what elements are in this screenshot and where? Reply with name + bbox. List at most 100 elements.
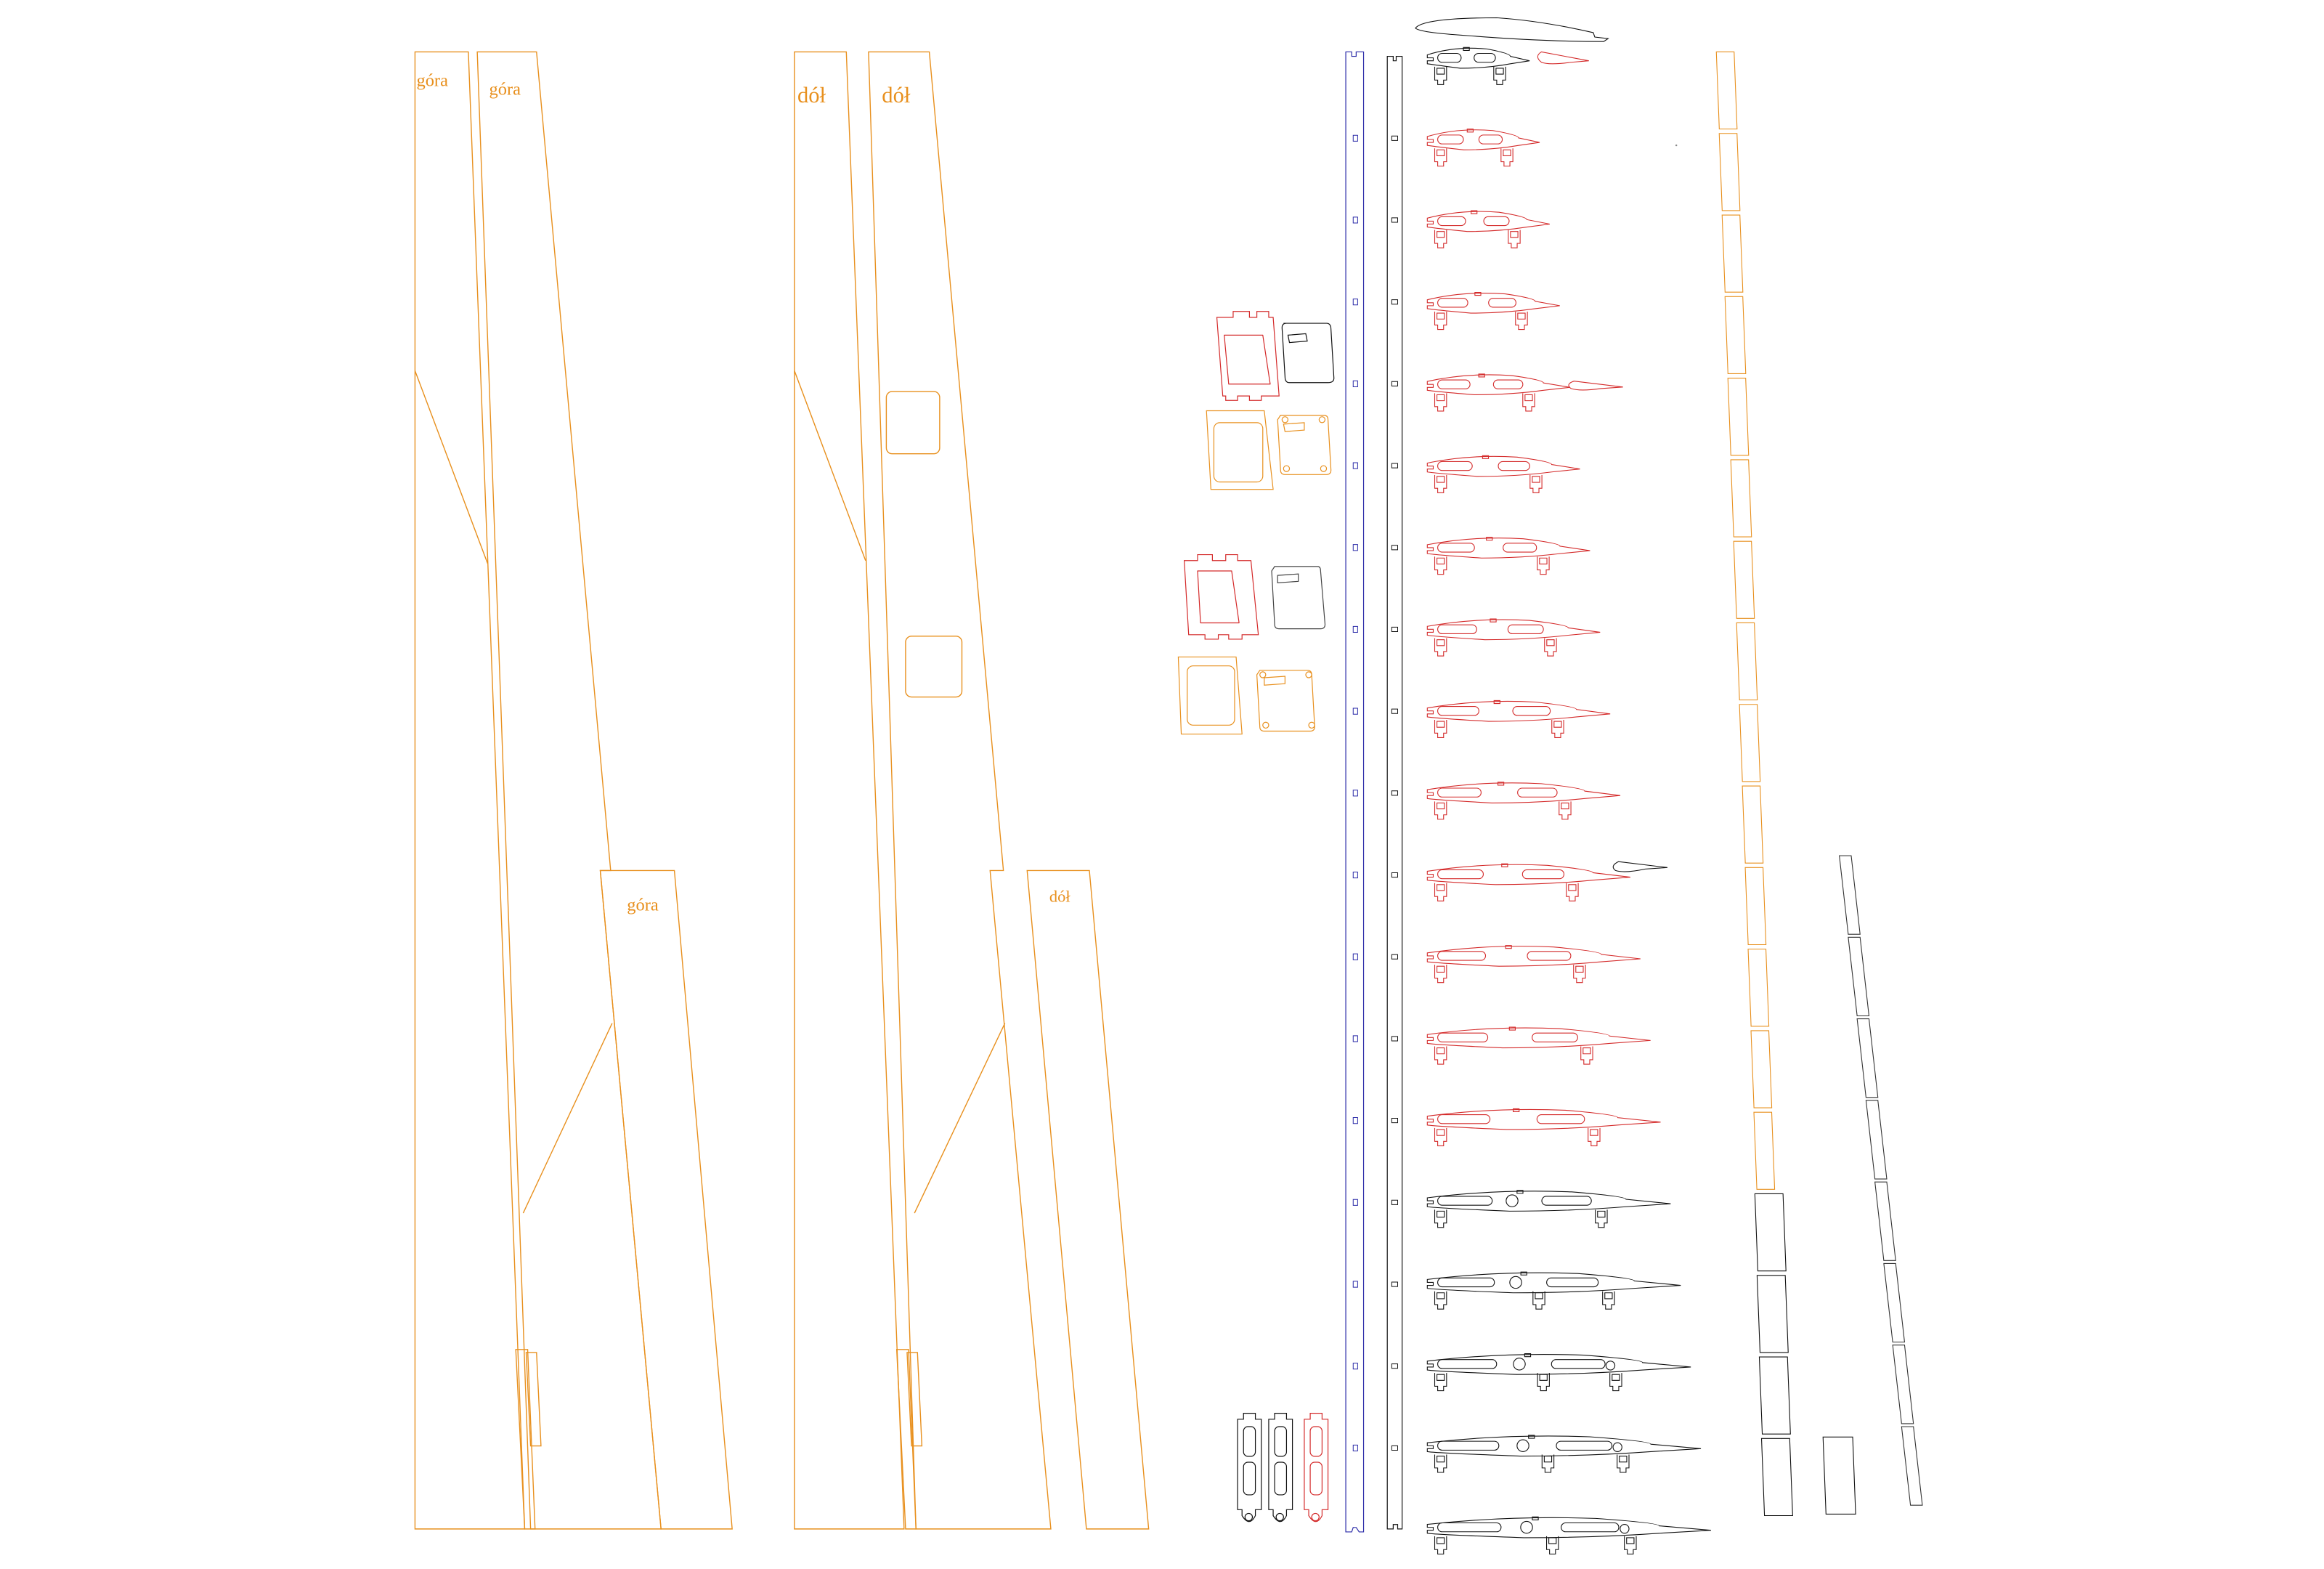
rib-tab xyxy=(1435,1373,1447,1390)
wing-rib xyxy=(1427,292,1559,329)
blue-spar-slot xyxy=(1353,135,1357,141)
blue-spar-slot xyxy=(1353,545,1357,551)
rib-tab xyxy=(1435,1128,1447,1146)
rib-tab xyxy=(1610,1373,1622,1390)
blue-spar xyxy=(1346,52,1363,1532)
wing-rib xyxy=(1427,47,1529,84)
rib-spar-notch xyxy=(1524,1354,1530,1357)
black-spar-slot xyxy=(1391,1364,1397,1369)
rib-tab-slot xyxy=(1437,640,1445,646)
trailing-edge-strips xyxy=(1716,52,1922,1515)
rib-tab-slot xyxy=(1437,313,1445,319)
blue-spar-slot xyxy=(1353,463,1357,469)
rib-spar-notch xyxy=(1502,864,1508,867)
black-spar-slot xyxy=(1391,546,1397,550)
rib-tab xyxy=(1533,1292,1545,1309)
top-skin-panel-1 xyxy=(415,52,524,1528)
rib-tab xyxy=(1537,1373,1549,1390)
orange-strip-segment xyxy=(1722,215,1743,292)
rib-spar-notch xyxy=(1490,619,1496,622)
rib-tab-slot xyxy=(1525,394,1532,400)
orange-strip-segment xyxy=(1719,134,1740,211)
blue-spar-slot xyxy=(1353,1363,1357,1369)
tilted-strip-segment xyxy=(1893,1345,1914,1424)
rib-lightening-hole xyxy=(1438,707,1479,715)
bottom-skin-label-1: dół xyxy=(797,83,826,108)
rib-tab xyxy=(1435,312,1447,329)
rib-round-hole xyxy=(1613,1443,1622,1451)
top-skin-panel-3 xyxy=(601,870,733,1528)
rib-spar-notch xyxy=(1498,782,1503,785)
rib-tab-slot xyxy=(1569,885,1576,891)
servo-arm-hole xyxy=(1312,1513,1319,1520)
black-spar-slot xyxy=(1391,136,1397,140)
black-spar-slot xyxy=(1391,218,1397,222)
rib-outline xyxy=(1427,130,1540,150)
rib-tab-slot xyxy=(1437,558,1445,564)
bottom-skin-panel-3 xyxy=(1027,870,1148,1528)
tilted-strip-segment xyxy=(1857,1019,1878,1098)
rib-lightening-hole xyxy=(1438,1033,1488,1042)
rib-tab-slot xyxy=(1518,313,1525,319)
hatch-cover-black-1 xyxy=(1282,323,1333,383)
rib-tab xyxy=(1552,720,1564,737)
rib-tab xyxy=(1625,1536,1636,1554)
wing-skins: góra góra góra dół dół dół xyxy=(415,52,1148,1528)
rib-round-hole xyxy=(1620,1525,1629,1533)
wing-rib xyxy=(1427,1108,1660,1146)
servo-arm-outline xyxy=(1238,1414,1261,1522)
bottom-skin-strip xyxy=(897,1350,917,1529)
rib-tab-slot xyxy=(1511,232,1518,238)
rib-tab xyxy=(1508,230,1520,248)
rib-lightening-hole xyxy=(1532,1033,1578,1042)
rib-tab xyxy=(1494,67,1506,84)
wing-rib xyxy=(1427,1517,1711,1554)
rib-tab-slot xyxy=(1590,1130,1598,1135)
blue-spar-slot xyxy=(1353,1036,1357,1042)
rib-tab-slot xyxy=(1437,966,1445,972)
rib-tab-slot xyxy=(1540,558,1547,564)
hatch-frame-orange-2 xyxy=(1178,657,1242,734)
rib-spar-notch xyxy=(1532,1517,1538,1520)
rib-spar-notch xyxy=(1517,1191,1523,1193)
tilted-strip-segment xyxy=(1866,1100,1887,1179)
rib-lightening-hole xyxy=(1527,952,1571,960)
rib-lightening-hole xyxy=(1438,1523,1501,1532)
rib-lightening-hole xyxy=(1438,1196,1492,1205)
rib-lightening-hole xyxy=(1438,788,1482,797)
bottom-skin-panel-2 xyxy=(869,52,1051,1528)
rib-tab-slot xyxy=(1437,803,1445,808)
blue-spar-slot xyxy=(1353,708,1357,714)
rib-lightening-hole xyxy=(1484,216,1509,225)
bottom-skin-hatch-opening xyxy=(906,636,962,697)
rib-round-hole xyxy=(1517,1440,1529,1451)
black-spar-slot xyxy=(1391,300,1397,304)
servo-arm xyxy=(1269,1414,1293,1522)
black-spar-slot xyxy=(1391,872,1397,877)
rib-tab-slot xyxy=(1547,640,1554,646)
tilted-strip-segment xyxy=(1840,856,1861,934)
rib-lightening-hole xyxy=(1438,380,1471,389)
blue-spar-slot xyxy=(1353,217,1357,223)
black-spar-slot xyxy=(1391,1282,1397,1286)
rib-outline xyxy=(1427,211,1550,232)
top-skin-strip xyxy=(516,1350,535,1529)
orange-strip-segment xyxy=(1728,378,1749,455)
rib-spar-notch xyxy=(1463,47,1469,50)
rib-tab-slot xyxy=(1437,721,1445,727)
rib-spar-notch xyxy=(1487,538,1492,540)
wing-rib xyxy=(1427,374,1569,411)
servo-arm-hole xyxy=(1276,1513,1283,1520)
rib-tab xyxy=(1537,556,1549,574)
rib-lightening-hole xyxy=(1479,135,1502,144)
wing-rib xyxy=(1427,782,1620,819)
spar-slots xyxy=(1353,135,1397,1451)
rib-outline xyxy=(1427,1273,1681,1293)
top-skin-label-1: góra xyxy=(416,70,448,90)
rib-lightening-hole xyxy=(1438,135,1463,144)
rib-spar-notch xyxy=(1521,1272,1527,1275)
servo-arm-slot xyxy=(1310,1462,1322,1495)
rib-tab xyxy=(1559,801,1571,819)
rib-tab-slot xyxy=(1576,966,1583,972)
servo-arm-hole xyxy=(1245,1513,1252,1520)
